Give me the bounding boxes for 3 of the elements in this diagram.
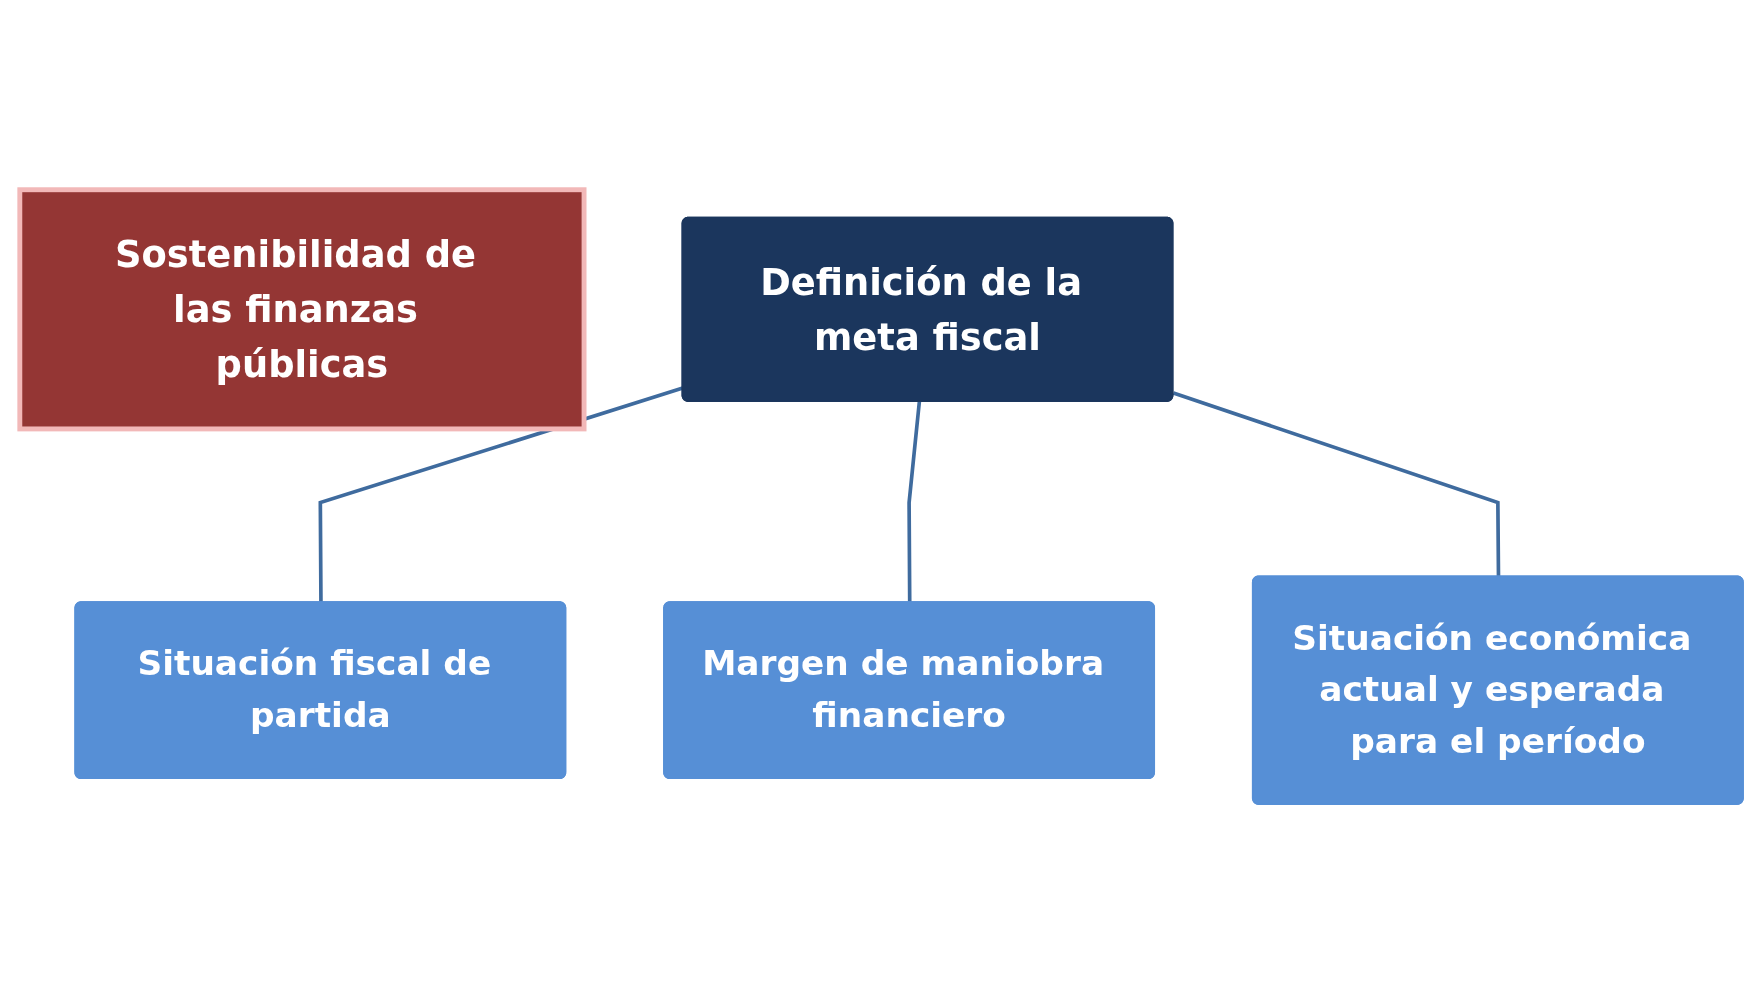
node-box: Sostenibilidad de las finanzas públicas — [17, 187, 587, 432]
connector — [907, 401, 922, 603]
connector — [1172, 391, 1501, 577]
